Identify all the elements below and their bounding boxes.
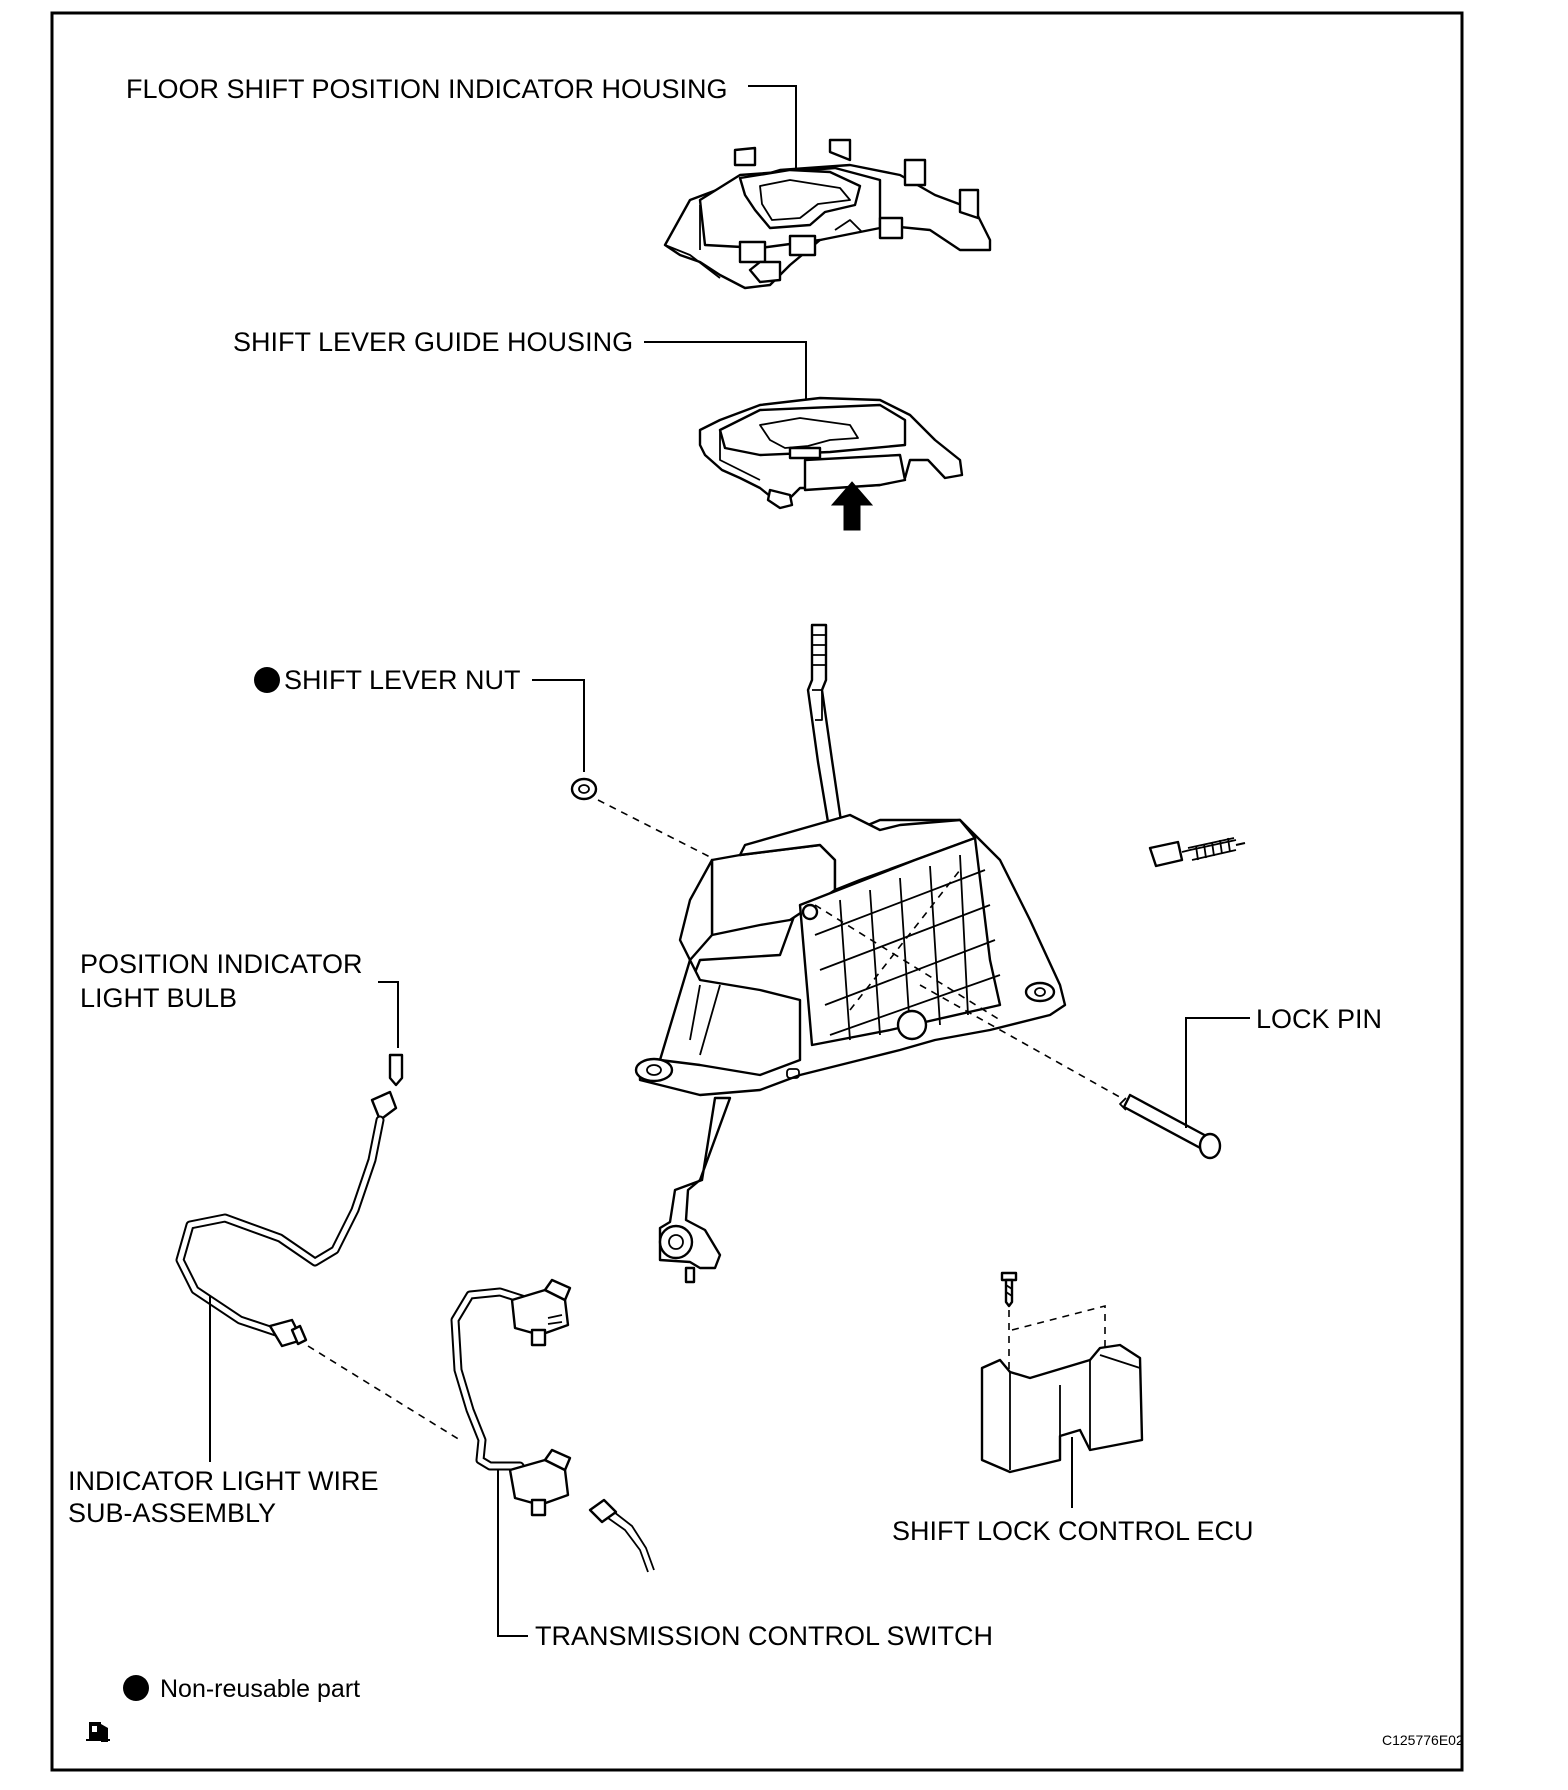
legend-non-reusable-icon — [123, 1675, 149, 1701]
position-indicator-bulb-drawing — [370, 1053, 404, 1122]
indicator-wire-label-group: INDICATOR LIGHT WIRE SUB-ASSEMBLY — [68, 1296, 379, 1528]
floor-shift-housing-label-group: FLOOR SHIFT POSITION INDICATOR HOUSING — [126, 74, 797, 168]
install-direction-arrow-icon — [830, 481, 874, 531]
shift-lever-guide-housing-label: SHIFT LEVER GUIDE HOUSING — [233, 327, 633, 357]
connector-plug-drawing — [1148, 837, 1246, 868]
transmission-switch-label: TRANSMISSION CONTROL SWITCH — [535, 1621, 993, 1651]
shift-lock-ecu-label: SHIFT LOCK CONTROL ECU — [892, 1516, 1254, 1546]
shift-lever-nut-label-group: SHIFT LEVER NUT — [254, 665, 585, 772]
shift-lever-guide-housing-label-group: SHIFT LEVER GUIDE HOUSING — [233, 327, 807, 400]
position-indicator-bulb-label-line2: LIGHT BULB — [80, 983, 237, 1013]
shift-lever-assembly-drawing — [634, 623, 1067, 1284]
transmission-switch-drawing — [450, 1278, 655, 1573]
position-indicator-bulb-label-line1: POSITION INDICATOR — [80, 949, 363, 979]
lock-pin-drawing — [919, 984, 1222, 1160]
shift-lock-ecu-drawing — [980, 1271, 1144, 1474]
legend-non-reusable-label: Non-reusable part — [160, 1675, 360, 1703]
shift-lock-ecu-label-group: SHIFT LOCK CONTROL ECU — [892, 1437, 1254, 1546]
floor-shift-housing-drawing — [663, 138, 992, 290]
non-reusable-marker-icon — [254, 667, 280, 693]
floor-shift-housing-label: FLOOR SHIFT POSITION INDICATOR HOUSING — [126, 74, 728, 104]
shift-lever-nut-label: SHIFT LEVER NUT — [284, 665, 521, 695]
document-clip-icon — [86, 1722, 110, 1742]
shift-lever-guide-housing-drawing — [698, 396, 964, 531]
figure-code: C125776E02 — [1382, 1732, 1464, 1748]
diagram-frame — [50, 11, 1464, 1772]
lock-pin-label-group: LOCK PIN — [1185, 1004, 1382, 1128]
lock-pin-label: LOCK PIN — [1256, 1004, 1382, 1034]
indicator-wire-label-line1: INDICATOR LIGHT WIRE — [68, 1466, 379, 1496]
shift-lever-nut-drawing — [570, 777, 713, 859]
position-indicator-bulb-label-group: POSITION INDICATOR LIGHT BULB — [80, 949, 399, 1048]
transmission-switch-label-group: TRANSMISSION CONTROL SWITCH — [497, 1470, 993, 1651]
indicator-wire-drawing — [175, 1115, 461, 1441]
indicator-wire-label-line2: SUB-ASSEMBLY — [68, 1498, 276, 1528]
legend: Non-reusable part — [123, 1675, 360, 1703]
